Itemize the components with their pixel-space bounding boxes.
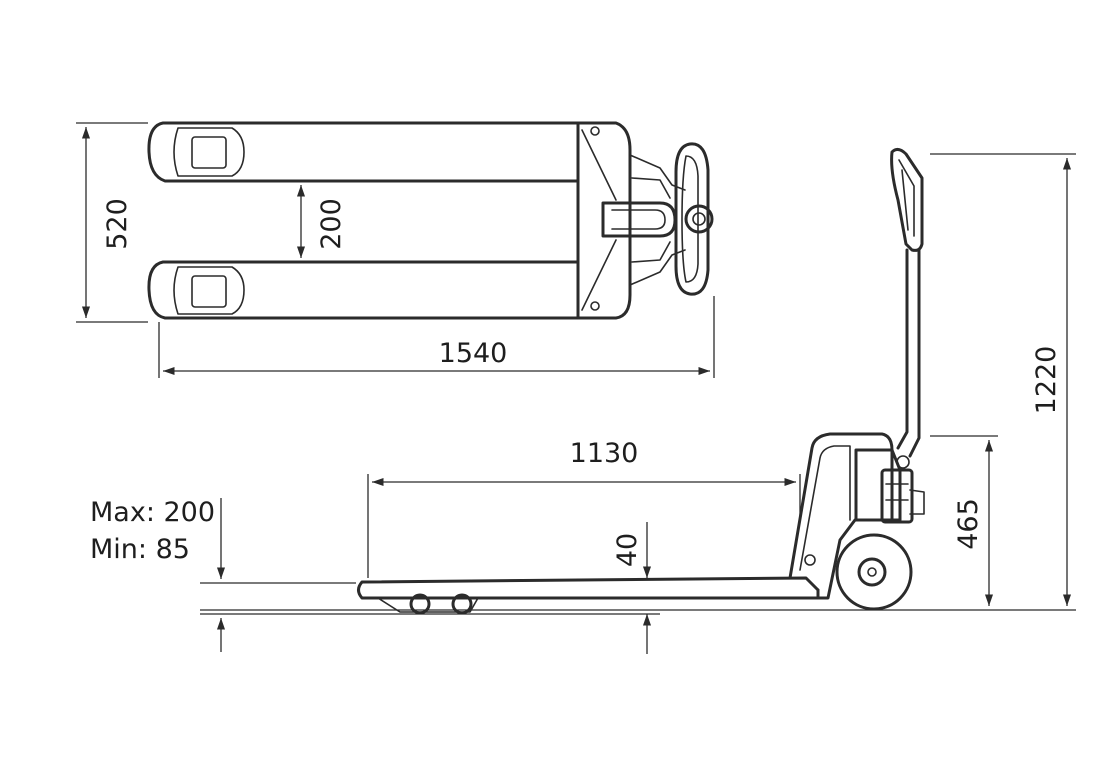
top-link-upper [629, 154, 686, 199]
lift-min-label: Min: 85 [90, 534, 190, 565]
dim-label-handle-height: 1220 [1031, 346, 1062, 415]
side-view-dimensions: 1130 40 465 1220 Max: 200 Min: 85 [90, 153, 1076, 654]
top-steering-hub [684, 204, 714, 234]
side-view [357, 147, 925, 615]
top-frame-bevel-upper [581, 129, 617, 201]
top-steering-hub-inner [692, 212, 706, 226]
top-fork-lower-wheel-inner [191, 275, 227, 308]
top-steering-wheel-inner [681, 155, 699, 283]
top-view-dimensions: 520 200 1540 [76, 122, 715, 378]
top-fork-upper-wheel [173, 127, 245, 177]
side-handle-grip-inner [898, 159, 915, 237]
dim-label-fork-length: 1130 [570, 438, 639, 469]
top-pump-inner [611, 209, 666, 230]
lift-max-label: Max: 200 [90, 497, 215, 528]
side-front-roller-2 [451, 593, 473, 615]
side-main-wheel-hub [857, 557, 887, 587]
side-chassis-inner [799, 445, 851, 571]
top-frame-bolt-upper [590, 126, 600, 136]
dim-label-length: 1540 [439, 338, 508, 369]
dim-label-fork-gap: 200 [316, 198, 347, 250]
top-frame [576, 121, 632, 320]
dim-label-chassis-height: 465 [953, 498, 984, 550]
side-chassis-bolt [804, 554, 816, 566]
side-handle-grip [890, 147, 924, 252]
top-frame-bolt-lower [590, 301, 600, 311]
top-steering-wheel [674, 142, 710, 296]
side-main-wheel-axle [867, 567, 877, 577]
top-fork-lower [147, 260, 580, 320]
dim-label-width: 520 [102, 198, 133, 250]
top-fork-upper [147, 121, 580, 183]
top-frame-bevel-lower [581, 239, 617, 311]
side-pump-cylinder [880, 468, 914, 524]
top-fork-upper-wheel-inner [191, 136, 227, 169]
side-pump-detail [885, 483, 925, 515]
side-handle-shaft [896, 248, 921, 458]
dim-label-fork-thickness: 40 [612, 533, 643, 567]
side-handle-pivot [896, 455, 910, 469]
side-front-roller [409, 593, 431, 615]
side-pump [854, 448, 902, 522]
side-main-wheel [835, 533, 913, 611]
side-front-roller-bracket [377, 597, 479, 613]
top-view [147, 121, 714, 320]
top-fork-lower-wheel [173, 266, 245, 315]
top-link-lower [629, 241, 686, 286]
side-chassis [788, 432, 894, 600]
side-fork [357, 576, 820, 600]
